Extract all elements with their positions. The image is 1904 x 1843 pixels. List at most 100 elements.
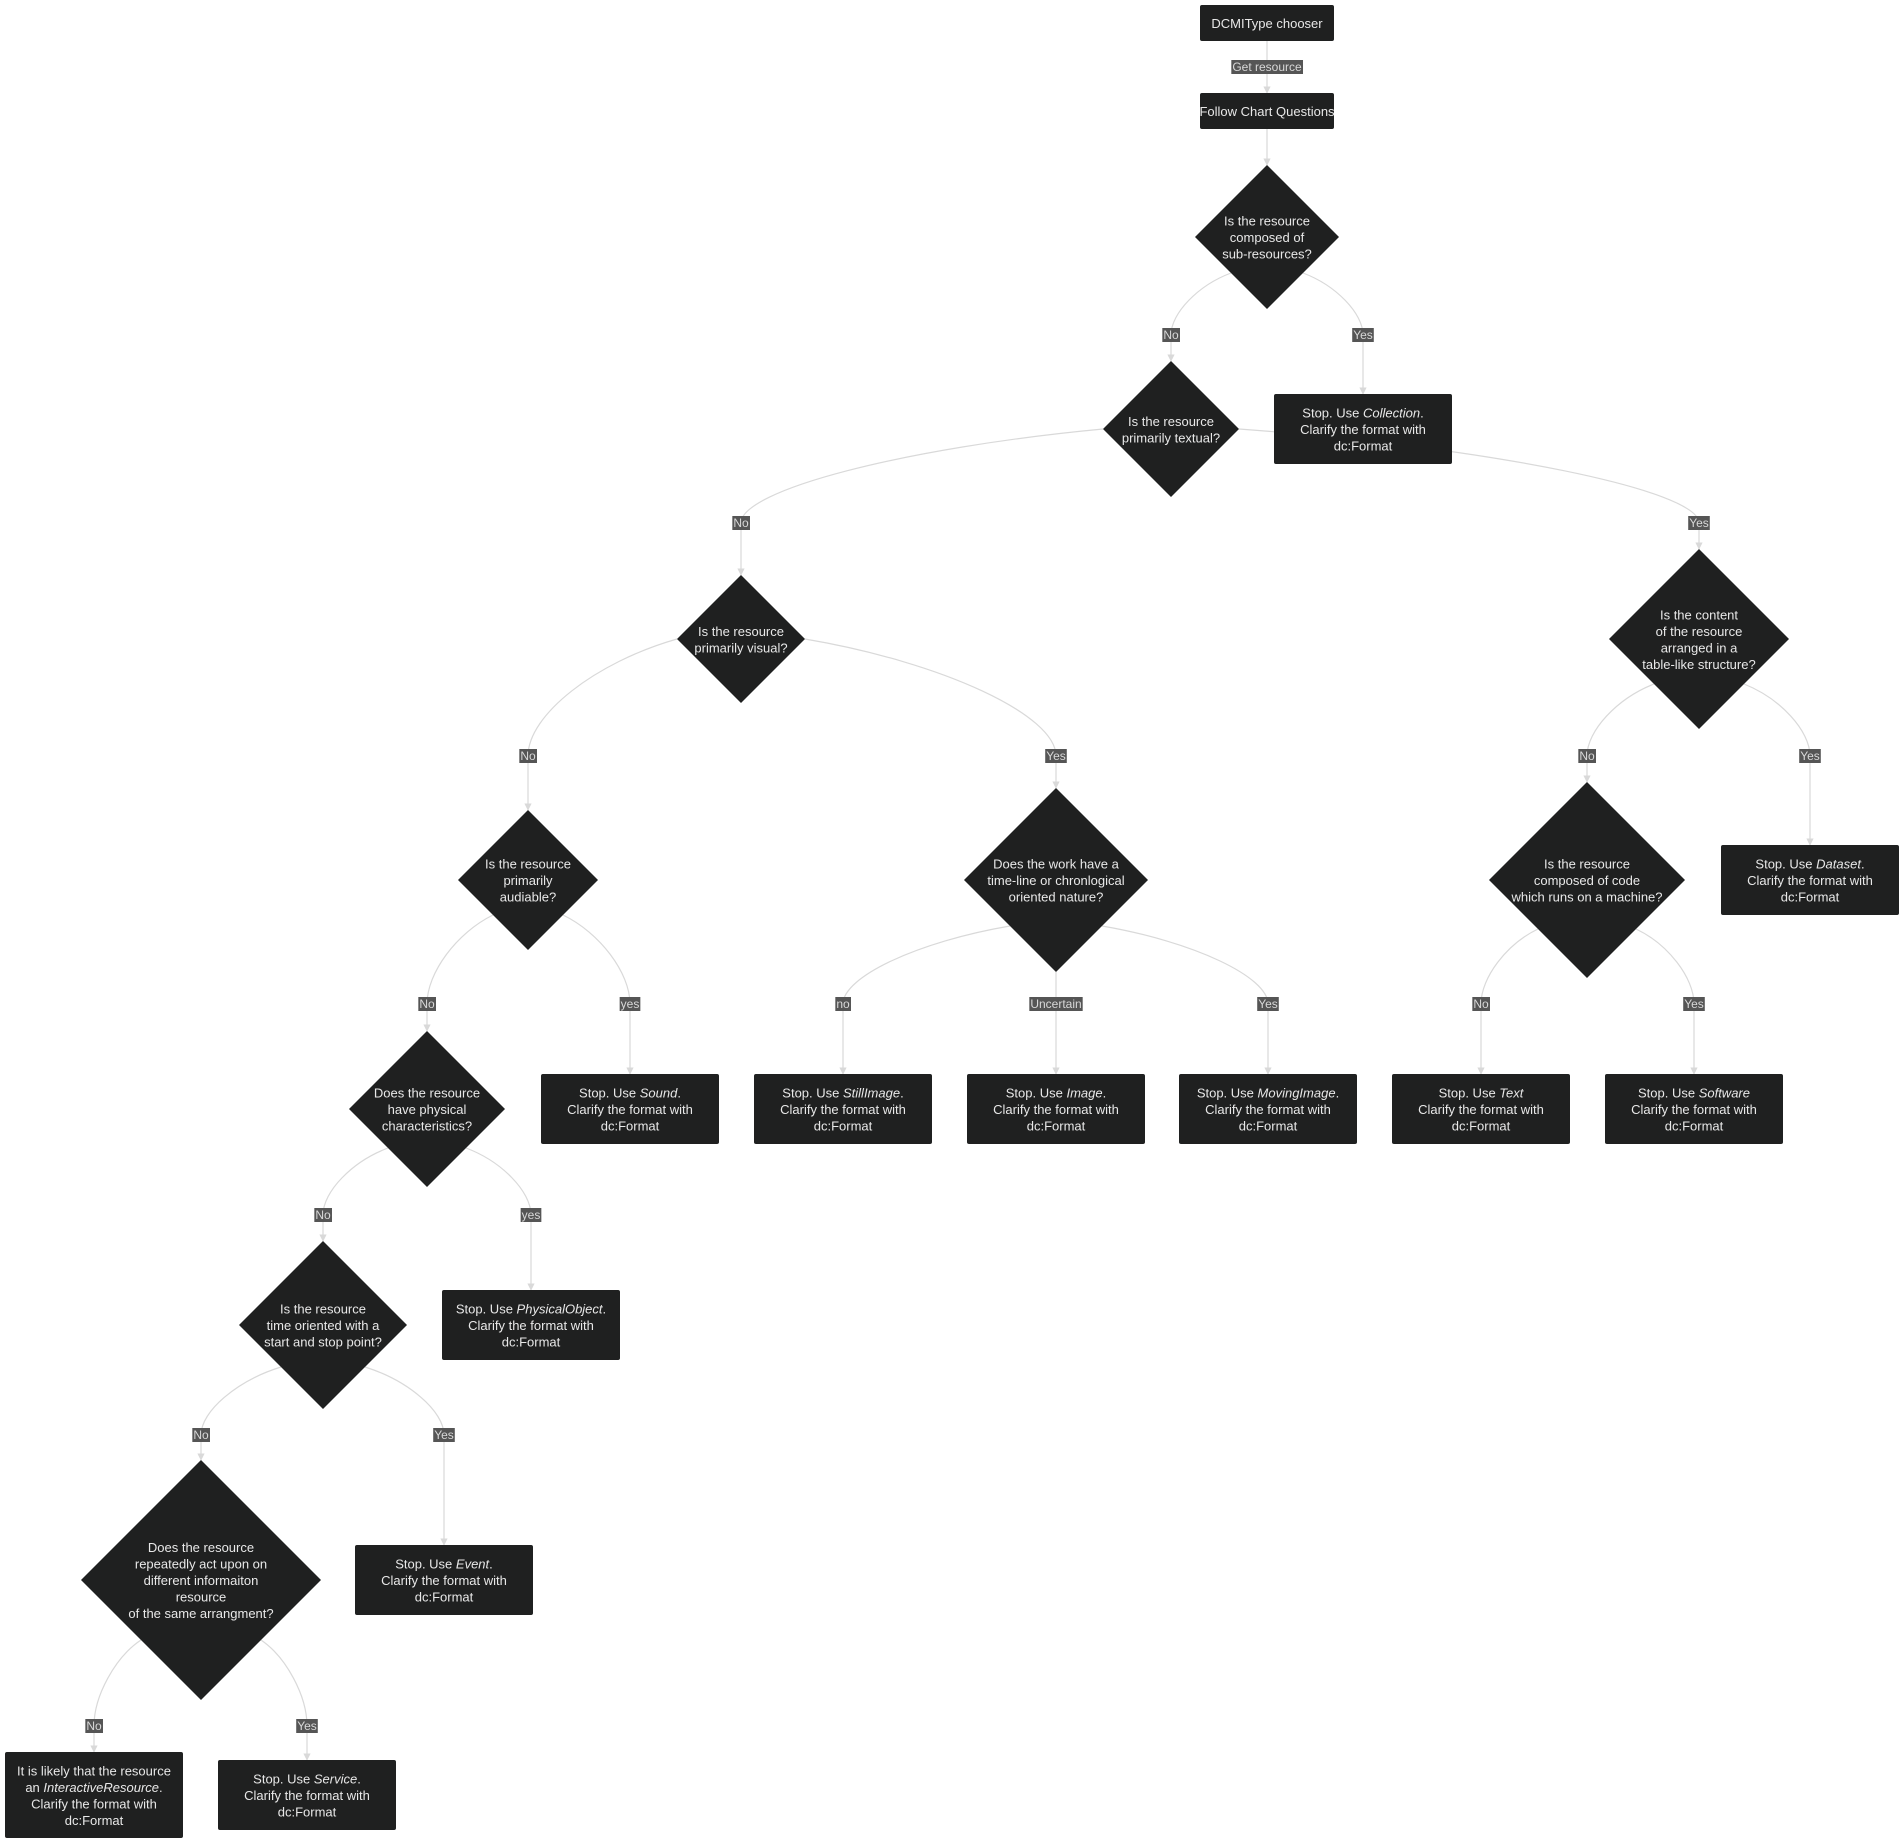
node-label-line: Clarify the format with (1747, 873, 1873, 888)
process-box (1200, 93, 1334, 129)
node-label-line: Stop. Use Dataset. (1755, 856, 1864, 871)
node-r-stillimage: Stop. Use StillImage. Clarify the format … (754, 1074, 932, 1144)
edge-q-text-to-q-visual (737, 428, 1104, 576)
node-r-dataset: Stop. Use Dataset. Clarify the format wit… (1721, 845, 1899, 915)
label-text: Is the resource (485, 856, 571, 871)
label-text: dc:Format (1334, 438, 1393, 453)
label-text: Stop. Use (1006, 1085, 1067, 1100)
edge-label: Yes (1799, 749, 1821, 763)
node-label-line: dc:Format (502, 1334, 561, 1349)
node-r-service: Stop. Use Service. Clarify the format wit… (218, 1760, 396, 1830)
dcmi-type-name: StillImage (843, 1085, 900, 1100)
label-text: . (1336, 1085, 1340, 1100)
label-text: start and stop point? (264, 1334, 382, 1349)
label-text: an (25, 1779, 43, 1794)
label-text: Stop. Use (395, 1556, 456, 1571)
label-text: dc:Format (1665, 1118, 1724, 1133)
label-text: Stop. Use (579, 1085, 640, 1100)
edge-label-background (1257, 997, 1279, 1011)
edge-label-background (1352, 328, 1374, 342)
edge-q-time-to-q-repeat (197, 1366, 282, 1461)
label-text: Is the resource (1224, 213, 1310, 228)
node-label-line: Clarify the format with (468, 1318, 594, 1333)
edge-label: No (1162, 328, 1180, 342)
node-label-line: oriented nature? (1009, 889, 1104, 904)
edge-label-text: No (315, 1208, 331, 1222)
node-q-visual: Is the resource primarily visual? (677, 575, 805, 703)
dcmi-type-name: Text (1499, 1085, 1524, 1100)
edge-label-text: No (193, 1428, 209, 1442)
result-box (1274, 394, 1452, 464)
edge-label-text: Yes (1258, 997, 1278, 1011)
result-box (1721, 845, 1899, 915)
node-label-line: dc:Format (1452, 1118, 1511, 1133)
decision-diamond (458, 810, 598, 950)
label-text: Clarify the format with (1300, 422, 1426, 437)
node-label-line: resource (176, 1589, 227, 1604)
node-label-line: table-like structure? (1642, 656, 1755, 671)
node-label-line: which runs on a machine? (1510, 889, 1662, 904)
node-label-line: Is the resource (698, 623, 784, 638)
node-label-line: Clarify the format with (244, 1788, 370, 1803)
label-text: . (1861, 856, 1865, 871)
label-text: Stop. Use (253, 1771, 314, 1786)
node-label-line: Does the resource (148, 1540, 254, 1555)
node-label-line: Does the work have a (993, 856, 1120, 871)
node-label-line: Is the resource (1224, 213, 1310, 228)
node-label-line: dc:Format (814, 1118, 873, 1133)
label-text: Follow Chart Questions (1199, 104, 1335, 119)
node-label-line: Clarify the format with (31, 1796, 157, 1811)
label-text: Stop. Use (456, 1301, 517, 1316)
edge-label: Yes (1688, 516, 1710, 530)
label-text: dc:Format (278, 1804, 337, 1819)
edge-label: No (1472, 997, 1490, 1011)
edge-label-background (1683, 997, 1705, 1011)
label-text: primarily (503, 873, 553, 888)
label-text: which runs on a machine? (1510, 889, 1662, 904)
node-r-sound: Stop. Use Sound. Clarify the format withd… (541, 1074, 719, 1144)
node-label-line: Clarify the format with (567, 1102, 693, 1117)
node-label-line: of the same arrangment? (128, 1606, 273, 1621)
node-label-line: Stop. Use Software (1638, 1085, 1750, 1100)
label-text: Clarify the format with (1418, 1102, 1544, 1117)
edge-label-text: No (86, 1719, 102, 1733)
edge-label-background (314, 1208, 332, 1222)
label-text: table-like structure? (1642, 656, 1755, 671)
node-label-line: Stop. Use StillImage. (782, 1085, 903, 1100)
edge-label-background (296, 1719, 318, 1733)
node-label-line: primarily (503, 873, 553, 888)
label-text: Stop. Use (1755, 856, 1816, 871)
node-label-line: dc:Format (1027, 1118, 1086, 1133)
node-label-line: time-line or chronlogical (987, 873, 1124, 888)
node-label-line: an InteractiveResource. (25, 1779, 162, 1794)
edge-label-background (1578, 749, 1596, 763)
node-label-line: have physical (388, 1102, 467, 1117)
node-label-line: Is the resource (1544, 856, 1630, 871)
node-label-line: Stop. Use Service. (253, 1771, 361, 1786)
node-label-line: It is likely that the resource (17, 1763, 171, 1778)
node-label-line: dc:Format (1665, 1118, 1724, 1133)
node-label-line: dc:Format (601, 1118, 660, 1133)
node-label-line: Clarify the format with (1205, 1102, 1331, 1117)
node-label-line: primarily visual? (694, 640, 787, 655)
label-text: Clarify the format with (1747, 873, 1873, 888)
label-text: characteristics? (382, 1118, 472, 1133)
label-text: . (159, 1779, 163, 1794)
node-label-line: Is the resource (1128, 413, 1214, 428)
edge-label: No (732, 516, 750, 530)
label-text: Clarify the format with (381, 1573, 507, 1588)
dcmi-type-name: Dataset (1816, 856, 1862, 871)
label-text: composed of code (1534, 873, 1640, 888)
label-text: dc:Format (415, 1589, 474, 1604)
edge-label-background (1231, 60, 1304, 74)
node-label-line: Stop. Use Sound. (579, 1085, 681, 1100)
label-text: primarily visual? (694, 640, 787, 655)
edge-label: No (192, 1428, 210, 1442)
label-text: Clarify the format with (780, 1102, 906, 1117)
edge-label-text: No (1579, 749, 1595, 763)
label-text: Does the work have a (993, 856, 1120, 871)
